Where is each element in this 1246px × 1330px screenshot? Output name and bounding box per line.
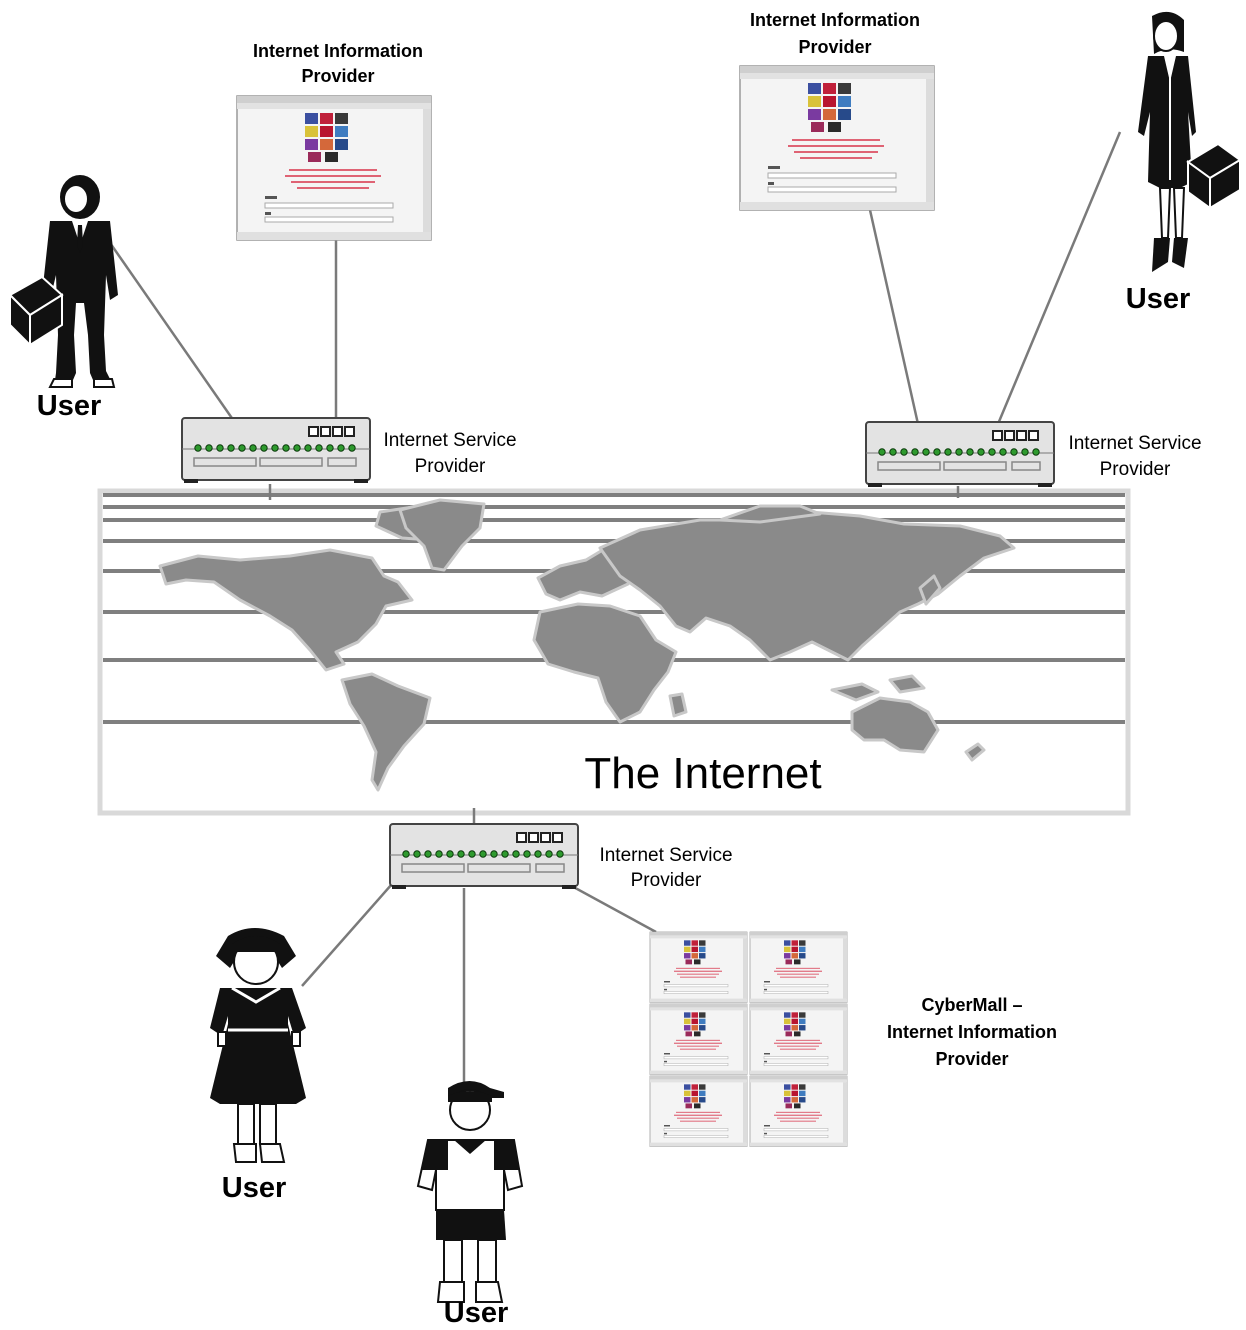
cybermall-label-line1: CyberMall – bbox=[921, 995, 1022, 1015]
web-page-icon bbox=[739, 65, 935, 211]
info-provider-2-label-line1: Internet Information bbox=[750, 10, 920, 30]
web-page-icon bbox=[749, 931, 848, 1003]
isp-2-label-line1: Internet Service bbox=[1068, 433, 1201, 454]
user-figure-icon bbox=[9, 174, 119, 388]
user-2: User bbox=[1126, 10, 1241, 315]
isp-router-2: Internet Service Provider bbox=[865, 421, 1202, 488]
connection-lines bbox=[106, 131, 1122, 1088]
internet-label: The Internet bbox=[584, 749, 821, 798]
cybermall-label-line2: Internet Information bbox=[887, 1022, 1057, 1042]
cybermall-pages bbox=[649, 931, 848, 1147]
isp-2-label-line2: Provider bbox=[1100, 459, 1171, 480]
info-provider-1-label-line2: Provider bbox=[301, 66, 374, 86]
web-page-icon bbox=[236, 95, 432, 241]
info-provider-1-label-line1: Internet Information bbox=[253, 41, 423, 61]
web-page-icon bbox=[649, 931, 748, 1003]
cybermall-label-line3: Provider bbox=[935, 1049, 1008, 1069]
isp-3-label-line2: Provider bbox=[631, 870, 702, 891]
isp-3-label-line1: Internet Service bbox=[599, 845, 732, 866]
router-icon bbox=[181, 417, 371, 484]
web-page-icon bbox=[649, 1003, 748, 1075]
info-provider-2-label-line2: Provider bbox=[798, 37, 871, 57]
user-4: User bbox=[417, 1080, 523, 1329]
world-map-icon bbox=[158, 498, 1016, 792]
info-provider-2: Internet Information Provider bbox=[739, 10, 935, 211]
router-icon bbox=[389, 823, 579, 890]
web-page-icon bbox=[649, 1075, 748, 1147]
isp-router-1: Internet Service Provider bbox=[181, 417, 517, 484]
isp-1-label-line1: Internet Service bbox=[383, 430, 516, 451]
user-4-label: User bbox=[444, 1297, 509, 1329]
router-icon bbox=[865, 421, 1055, 488]
web-page-icon bbox=[749, 1003, 848, 1075]
internet-panel: The Internet bbox=[97, 488, 1131, 816]
isp-1-label-line2: Provider bbox=[415, 456, 486, 477]
cybermall: CyberMall – Internet Information Provide… bbox=[649, 931, 1057, 1147]
user-3: User bbox=[208, 926, 308, 1204]
isp-router-3: Internet Service Provider bbox=[389, 823, 733, 891]
user-figure-icon bbox=[208, 926, 308, 1164]
info-provider-1: Internet Information Provider bbox=[236, 41, 432, 241]
user-figure-icon bbox=[417, 1080, 523, 1303]
user-1: User bbox=[9, 174, 119, 422]
user-2-label: User bbox=[1126, 283, 1191, 315]
user-figure-icon bbox=[1137, 10, 1241, 273]
user-1-label: User bbox=[37, 390, 102, 422]
user-3-label: User bbox=[222, 1172, 287, 1204]
web-page-icon bbox=[749, 1075, 848, 1147]
